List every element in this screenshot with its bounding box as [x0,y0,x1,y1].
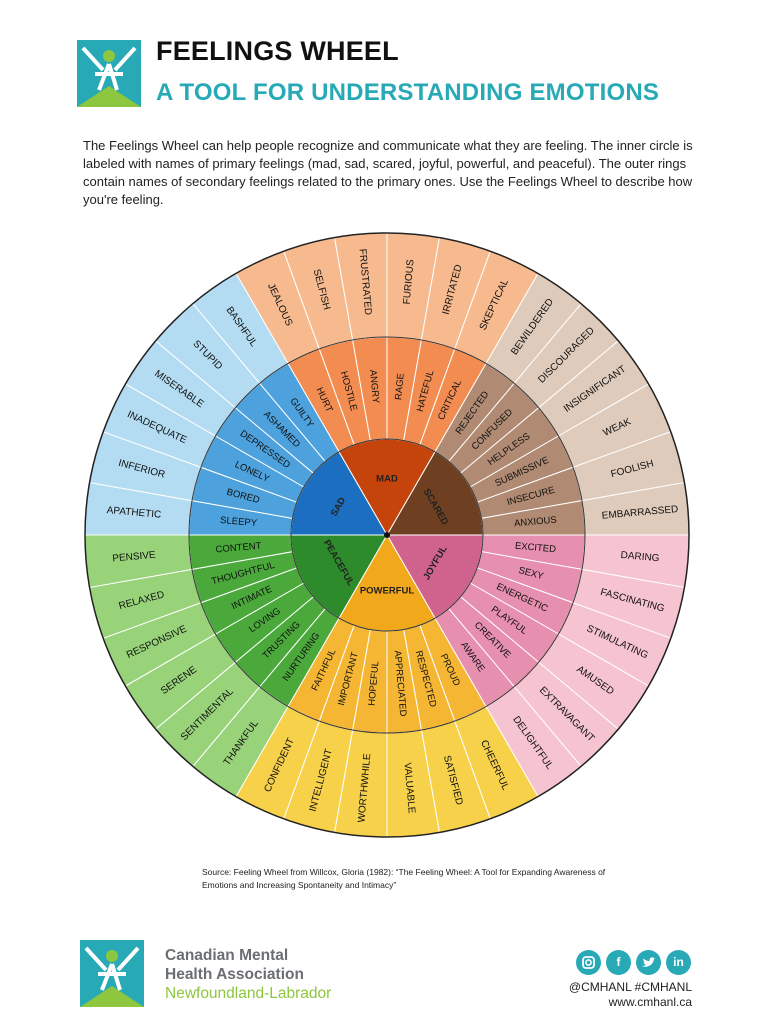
wheel-outer-border [84,232,690,838]
cmha-logo [77,40,141,107]
page-subtitle: A TOOL FOR UNDERSTANDING EMOTIONS [156,79,660,106]
org-name-line-2: Health Association [165,966,304,983]
wheel-center-dot [384,532,390,538]
mid-label-rage: RAGE [393,373,406,401]
social-icons: f in [576,950,692,976]
outer-label-apathetic: APATHETIC [106,505,161,521]
mid-label-anxious: ANXIOUS [514,515,558,530]
mid-label-sleepy: SLEEPY [220,515,258,529]
outer-label-furious: FURIOUS [402,259,417,305]
outer-label-valuable: VALUABLE [401,762,416,814]
page-title: FEELINGS WHEEL [156,36,399,66]
cmha-logo-footer [80,940,144,1007]
website-link[interactable]: www.cmhanl.ca [608,995,692,1009]
feelings-wheel: MADHURTJEALOUSHOSTILESELFISHANGRYFRUSTRA… [84,232,690,838]
contact-info: @CMHANL #CMHANL www.cmhanl.ca [569,980,692,1010]
social-handles: @CMHANL #CMHANL [568,980,692,994]
intro-paragraph: The Feelings Wheel can help people recog… [83,138,693,207]
outer-label-pensive: PENSIVE [112,550,156,565]
twitter-icon[interactable] [636,950,661,975]
mid-label-excited: EXCITED [514,541,556,556]
org-region: Newfoundland-Labrador [165,985,332,1002]
organization-name: Canadian Mental Health Association Newfo… [165,946,331,1003]
org-name-line-1: Canadian Mental [165,947,289,964]
outer-label-daring: DARING [620,550,660,564]
instagram-icon[interactable] [576,950,601,975]
core-label-powerful: POWERFUL [360,586,415,597]
wheel-ring-border [290,438,484,632]
mid-label-hopeful: HOPEFUL [367,661,382,707]
facebook-icon[interactable]: f [606,950,631,975]
linkedin-icon[interactable]: in [666,950,691,975]
source-citation: Source: Feeling Wheel from Willcox, Glor… [202,867,606,890]
mid-label-angry: ANGRY [367,369,381,404]
mid-label-content: CONTENT [215,540,262,555]
core-label-mad: MAD [376,474,398,485]
wheel-ring-border [188,336,586,734]
